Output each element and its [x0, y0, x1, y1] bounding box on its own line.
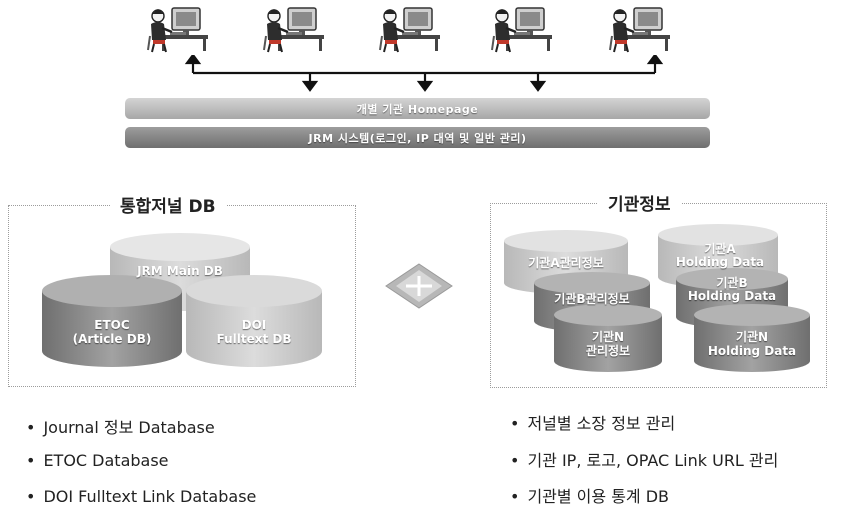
right-bullet-text: 기관 IP, 로고, OPAC Link URL 관리	[527, 451, 779, 470]
list-item: •DOI Fulltext Link Database	[26, 487, 257, 506]
institution-b-holding-label-line1: 기관B	[716, 276, 748, 290]
etoc-db-label-line2: (Article DB)	[72, 332, 152, 346]
doi-db-label-line2: Fulltext DB	[216, 332, 292, 346]
institution-a-holding-label-line1: 기관A	[704, 242, 736, 256]
list-item: •기관 IP, 로고, OPAC Link URL 관리	[510, 451, 779, 470]
left-bullet-text: Journal 정보 Database	[43, 418, 215, 437]
institution-a-holding-label-line2: Holding Data	[675, 255, 765, 269]
etoc-db-label-line1: ETOC	[94, 318, 130, 332]
user-workstation-icon	[262, 6, 326, 54]
etoc-db-cylinder	[42, 275, 182, 367]
doi-db-label-line1: DOI	[241, 318, 267, 332]
right-db-cylinders	[504, 224, 810, 372]
list-item: •저널별 소장 정보 관리	[510, 414, 676, 433]
list-item: •기관별 이용 통계 DB	[510, 487, 670, 506]
user-workstation-icon	[378, 6, 442, 54]
right-bullet-text: 기관별 이용 통계 DB	[527, 487, 670, 506]
user-workstation-icon	[146, 6, 210, 54]
institution-n-holding-label-line2: Holding Data	[707, 344, 797, 358]
homepage-bar-label: 개별 기관 Homepage	[356, 102, 479, 116]
integrated-journal-db-title: 통합저널 DB	[110, 192, 226, 217]
institution-n-mgmt-label-line1: 기관N	[591, 330, 625, 344]
institution-b-mgmt-label: 기관B관리정보	[554, 292, 630, 306]
jrm-main-db-label: JRM Main DB	[137, 264, 223, 278]
jrm-system-bar: JRM 시스템(로그인, IP 대역 및 일반 관리)	[125, 127, 710, 148]
institution-a-mgmt-label: 기관A관리정보	[528, 256, 604, 270]
jrm-system-bar-label: JRM 시스템(로그인, IP 대역 및 일반 관리)	[308, 131, 527, 145]
institution-n-mgmt-label-line2: 관리정보	[585, 344, 631, 358]
institution-b-holding-label-line2: Holding Data	[687, 289, 777, 303]
bidirectional-link-icon	[385, 263, 453, 309]
institution-n-holding-label-line1: 기관N	[735, 330, 769, 344]
connector-arrows	[184, 55, 664, 92]
list-item: •Journal 정보 Database	[26, 418, 215, 437]
institution-info-title: 기관정보	[598, 190, 681, 215]
homepage-bar: 개별 기관 Homepage	[125, 98, 710, 119]
list-item: •ETOC Database	[26, 451, 169, 470]
left-bullet-text: DOI Fulltext Link Database	[43, 487, 257, 506]
institution-n-holding-cylinder	[694, 304, 810, 372]
user-workstation-icon	[490, 6, 554, 54]
left-db-cylinders	[42, 233, 322, 367]
doi-db-cylinder	[186, 275, 322, 367]
left-bullet-text: ETOC Database	[43, 451, 169, 470]
user-workstation-icon	[608, 6, 672, 54]
institution-n-mgmt-cylinder	[554, 304, 662, 372]
right-bullet-text: 저널별 소장 정보 관리	[527, 414, 676, 433]
